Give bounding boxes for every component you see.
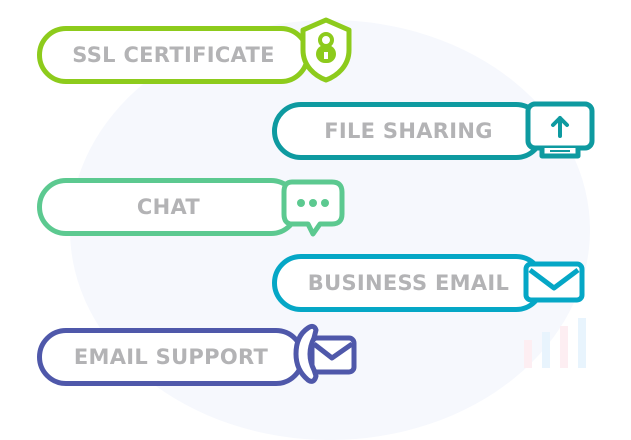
feature-label: FILE SHARING — [324, 119, 493, 143]
feature-ssl-certificate: SSL CERTIFICATE — [37, 26, 310, 84]
shield-lock-icon — [300, 17, 352, 83]
bar-chart-decoration-icon — [524, 318, 586, 368]
envelope-icon — [523, 261, 585, 303]
phone-envelope-icon — [293, 323, 357, 384]
feature-chat: CHAT — [37, 178, 300, 236]
feature-file-sharing: FILE SHARING — [272, 102, 545, 160]
feature-label: CHAT — [136, 195, 201, 219]
chat-bubble-icon — [281, 179, 345, 237]
feature-label: BUSINESS EMAIL — [307, 271, 510, 295]
feature-label: EMAIL SUPPORT — [73, 345, 269, 369]
feature-email-support: EMAIL SUPPORT — [37, 328, 305, 386]
feature-business-email: BUSINESS EMAIL — [272, 254, 545, 312]
monitor-upload-icon — [525, 101, 595, 159]
feature-label: SSL CERTIFICATE — [72, 43, 275, 67]
